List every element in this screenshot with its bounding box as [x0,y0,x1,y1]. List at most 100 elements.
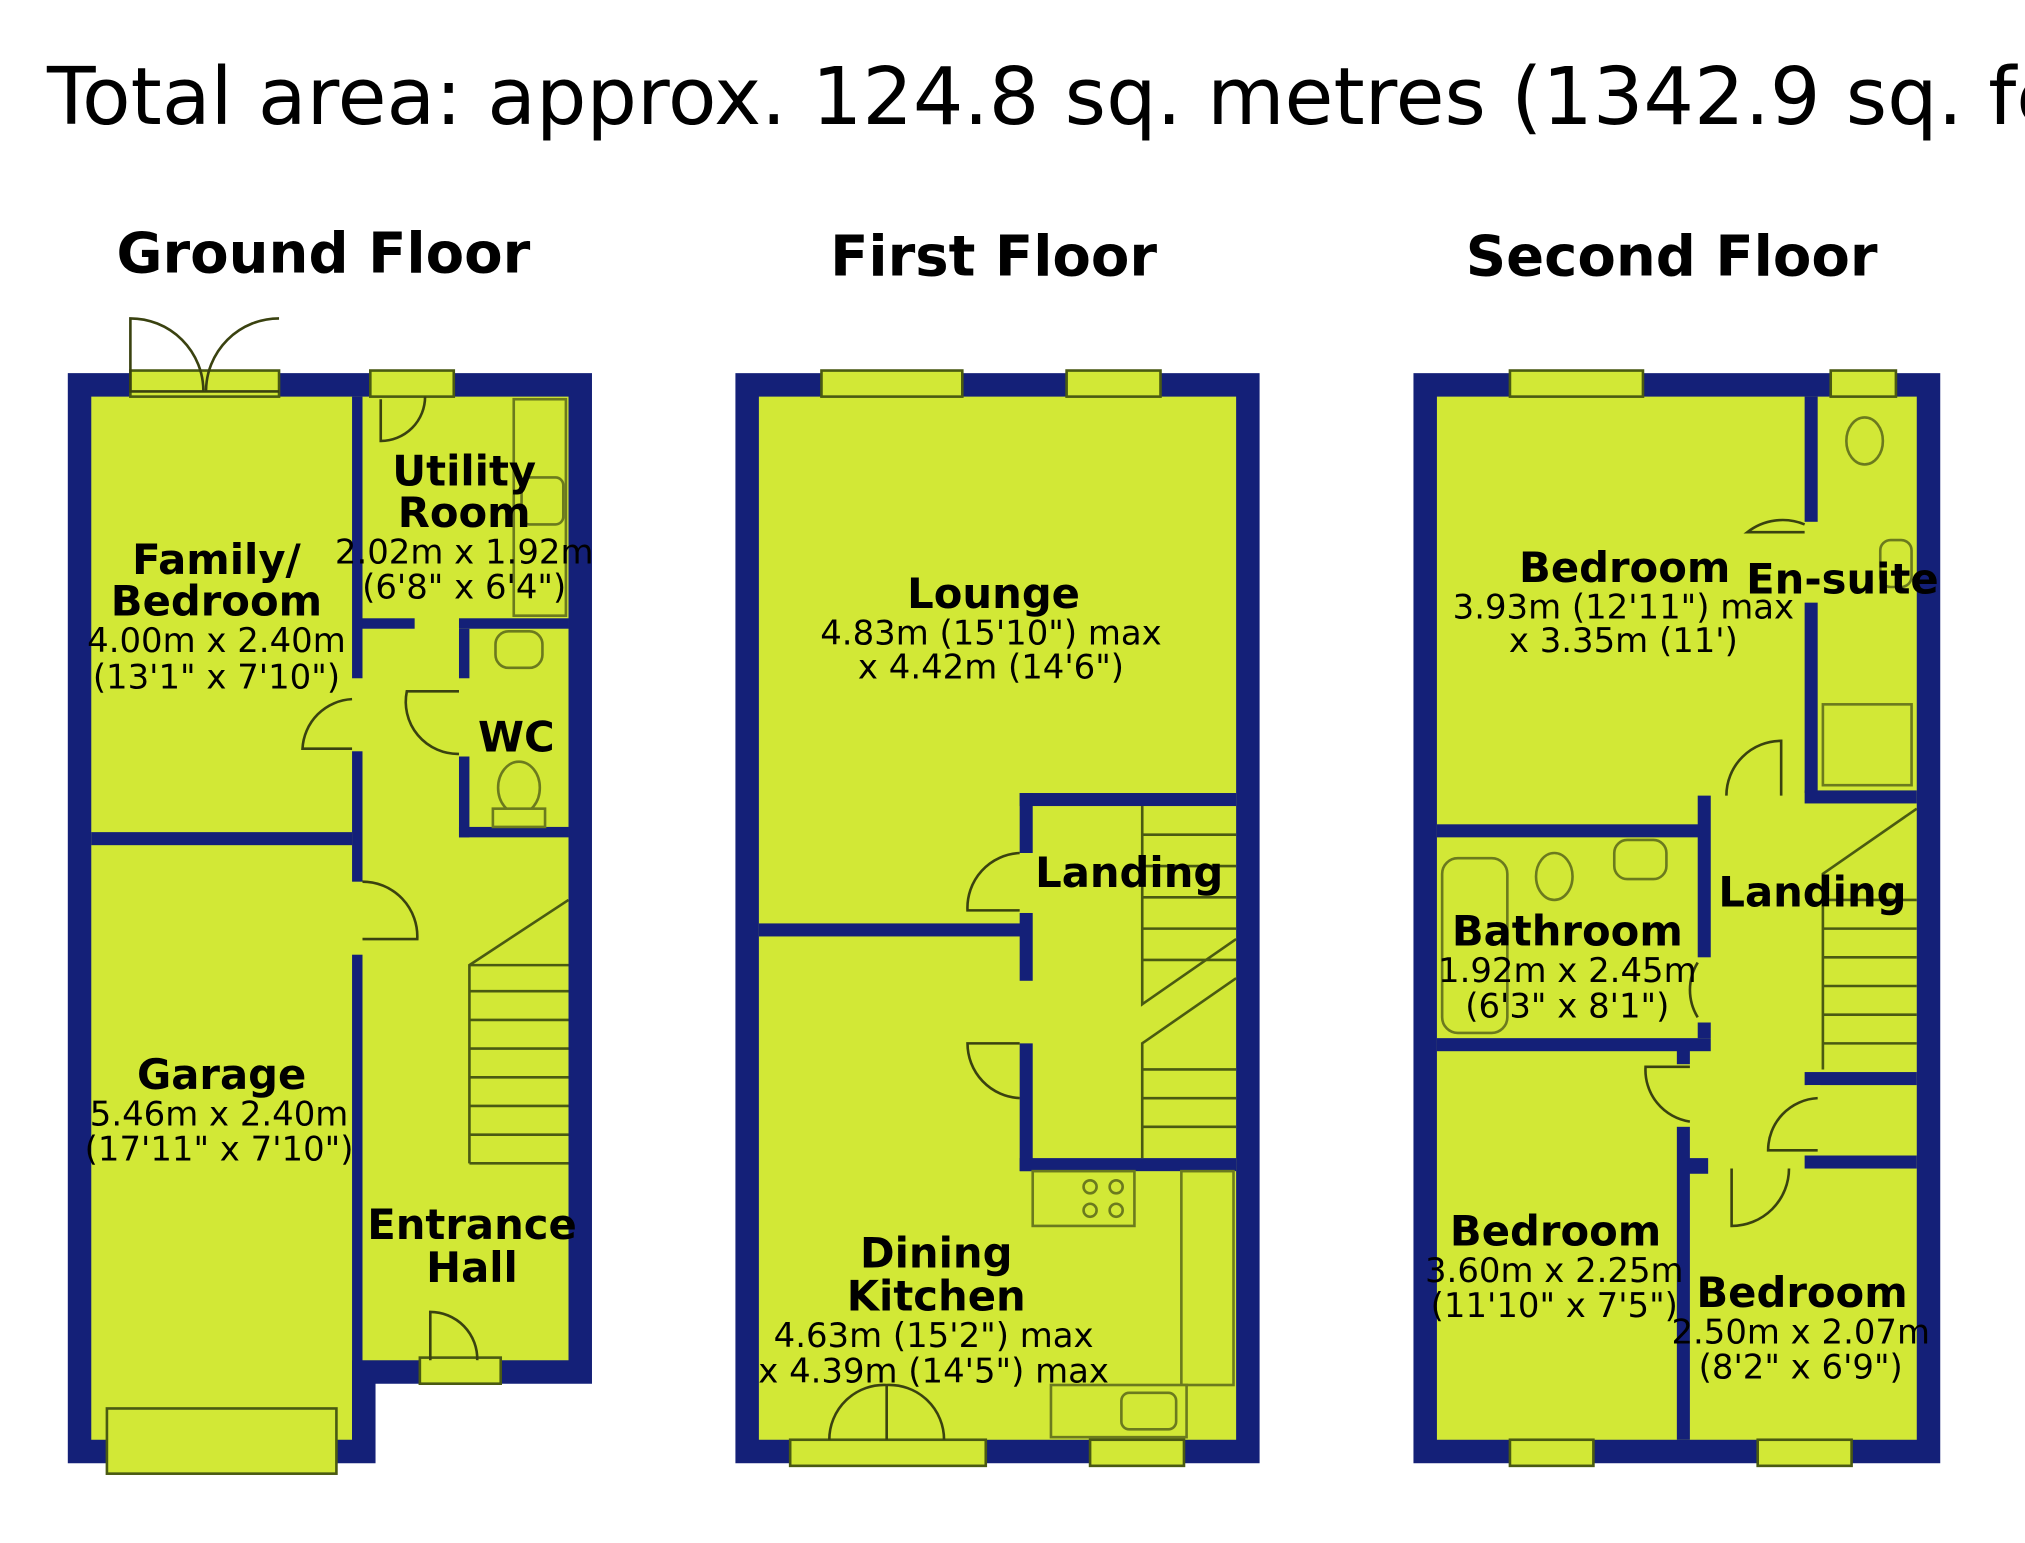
wall [758,923,1028,937]
room-dim-dining-kitchen-metric: 4.63m (15'2") max [774,1316,1094,1355]
door-gap [1017,980,1036,1044]
wc-cistern [491,807,547,829]
wall [1019,1158,1237,1172]
second-floor-title: Second Floor [1466,224,1878,289]
ground-floor-title: Ground Floor [117,222,531,287]
room-dim-garage-metric: 5.46m x 2.40m [90,1095,349,1134]
wc-door-swing-icon [404,690,460,756]
room-name-entrance-hall: Entrance [367,1200,577,1249]
first-floor-stairs [1140,806,1237,1159]
room-dim-family-bedroom-metric: 4.00m x 2.40m [87,621,346,660]
front-door-frame [418,1356,503,1385]
bathroom-toilet-icon [1534,851,1574,902]
wall [1019,793,1237,807]
room-dim-bedroom-main-metric: 3.93m (12'11") max [1453,587,1794,626]
kitchen-sink-icon [1120,1391,1178,1431]
room-name-bedroom-main: Bedroom [1519,543,1730,592]
bedroom-door-swing-icon [1730,1168,1791,1228]
second-floor-stairs [1821,807,1918,1070]
room-name-landing-first: Landing [1035,848,1223,897]
room-name-family-bedroom: Family/ [132,535,301,584]
room-name-entrance-hall-line2: Hall [426,1243,518,1292]
room-dim-bedroom-two-imperial: (11'10" x 7'5") [1431,1286,1678,1325]
bedroom-door-swing-icon [1644,1065,1691,1123]
wall [1436,1038,1711,1052]
room-name-landing-second: Landing [1718,867,1906,916]
lounge-window [1065,369,1162,398]
door-gap [1695,957,1714,1023]
room-dim-garage-imperial: (17'11" x 7'10") [85,1130,354,1169]
door-gap [414,615,459,632]
room-dim-utility-imperial: (6'8" x 6'4") [362,568,566,607]
wall [1687,1158,1709,1174]
wall [458,826,569,838]
kitchen-worktop-side [1180,1169,1235,1387]
kitchen-french-door-swing-icon [827,1383,946,1440]
wall [1676,1043,1690,1440]
room-name-family-bedroom-line2: Bedroom [111,577,322,626]
door-gap [1017,852,1036,913]
lounge-window [820,369,964,398]
room-dim-bedroom-two-metric: 3.60m x 2.25m [1425,1251,1684,1290]
front-door-swing-icon [428,1310,479,1361]
kitchen-worktop [1031,1169,1136,1228]
utility-door-swing-icon [379,396,427,443]
ground-floor-floor-area [91,396,569,1440]
room-dim-bathroom-imperial: (6'3" x 8'1") [1465,986,1669,1025]
bedroom-door-swing-icon [301,697,353,750]
ensuite-toilet-icon [1845,416,1885,466]
utility-window [369,369,456,398]
room-dim-dining-kitchen-imperial: x 4.39m (14'5") max [758,1351,1109,1390]
kitchen-window [1088,1438,1186,1468]
utility-sink-icon [520,476,565,526]
kitchen-door-swing-icon [966,1042,1020,1100]
first-floor-floor-area [758,396,1237,1440]
ensuite-door-swing-icon [1743,518,1806,534]
bedroom-window [1508,369,1645,398]
kitchen-french-door-frame [788,1438,988,1468]
total-area-title: Total area: approx. 124.8 sq. metres (13… [46,50,2025,143]
patio-door-swing-icon [129,317,280,393]
garage-door [105,1407,338,1475]
hob-icon [1108,1178,1124,1195]
room-name-bathroom: Bathroom [1452,907,1683,956]
room-dim-bedroom-three-metric: 2.50m x 2.07m [1671,1312,1930,1351]
room-name-dining-kitchen: Dining [860,1229,1013,1278]
bedroom-window [1756,1438,1853,1468]
door-gap [349,881,366,955]
room-dim-bedroom-three-imperial: (8'2" x 6'9") [1699,1347,1903,1386]
hob-icon [1108,1202,1124,1219]
first-floor-plan: First Floor [735,224,1260,1468]
hob-icon [1082,1202,1098,1219]
bathroom-basin-icon [1612,838,1668,881]
wall [1804,602,1818,794]
room-name-lounge: Lounge [907,569,1080,618]
bath-tub-icon [1440,856,1509,1035]
ensuite-shower-tray-icon [1821,703,1913,787]
wall [1804,396,1818,522]
hob-icon [1082,1178,1098,1195]
room-name-utility-room-line2: Room [398,488,531,537]
wall [1804,1072,1917,1086]
second-floor-plan: Second Floor [1413,224,1941,1468]
room-name-wc: WC [478,712,555,761]
room-name-dining-kitchen-line2: Kitchen [847,1272,1026,1321]
room-name-utility-room: Utility [392,446,536,495]
room-dim-lounge-metric: 4.83m (15'10") max [820,613,1161,652]
ensuite-basin-icon [1878,538,1913,589]
wc-toilet-icon [496,760,542,816]
wall [91,832,353,846]
ground-floor-stairs [468,898,570,1165]
bathroom-door-swing-icon [1688,961,1699,1018]
door-gap [349,678,366,752]
first-floor-title: First Floor [830,224,1157,289]
bedroom-door-swing-icon [1725,739,1783,796]
wc-basin-icon [494,630,544,670]
door-gap [1807,1085,1821,1156]
room-dim-bedroom-main-imperial: x 3.35m (11') [1509,621,1738,660]
bedroom-window [1508,1438,1595,1468]
garage-door-swing-icon [362,880,419,941]
room-dim-bathroom-metric: 1.92m x 2.45m [1438,951,1697,990]
room-name-bedroom-three: Bedroom [1696,1268,1907,1317]
wall [1804,1155,1917,1169]
